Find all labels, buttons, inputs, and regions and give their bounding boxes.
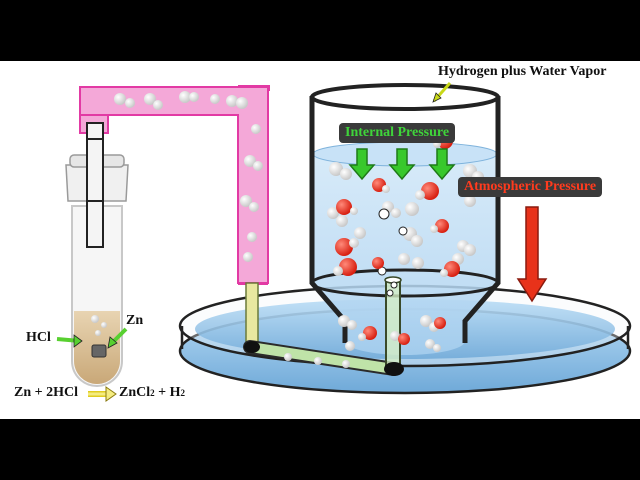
diagram-canvas: Hydrogen plus Water Vapor Internal Press…	[0, 61, 640, 419]
connector-tubing	[243, 276, 404, 376]
test-tube	[65, 122, 129, 387]
atmospheric-pressure-arrow	[516, 206, 548, 303]
water-molecules	[333, 133, 460, 345]
hydrogen-vapor-label: Hydrogen plus Water Vapor	[438, 64, 607, 79]
apparatus-drawing	[56, 82, 632, 402]
reaction-equation-left: Zn + 2HCl	[14, 385, 78, 400]
internal-pressure-arrows	[348, 148, 456, 181]
internal-pressure-label: Internal Pressure	[339, 123, 456, 143]
hcl-label: HCl	[26, 330, 51, 345]
label-pointers	[56, 82, 452, 402]
equation-product-h: + H	[154, 385, 181, 400]
equation-sub-2a: 2	[150, 388, 155, 398]
zn-label: Zn	[126, 313, 144, 328]
equation-product-zncl: ZnCl	[119, 385, 151, 400]
hydrogen-bubbles	[91, 91, 484, 368]
reaction-equation-right: ZnCl2 + H2	[119, 385, 185, 401]
equation-sub-2b: 2	[180, 388, 186, 398]
atmospheric-pressure-label: Atmospheric Pressure	[458, 177, 603, 197]
